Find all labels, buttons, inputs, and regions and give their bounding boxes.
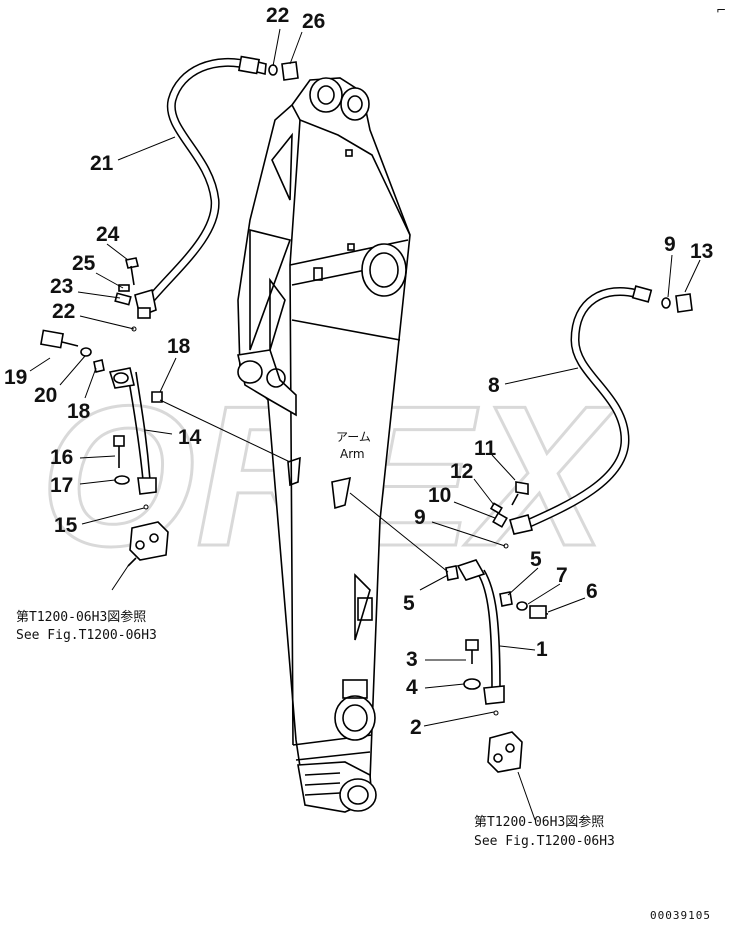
callout-20: 20 xyxy=(34,384,57,407)
callout-23: 23 xyxy=(50,275,73,298)
callout-11: 11 xyxy=(474,437,497,460)
ref-right-jp: 第T1200-06H3図参照 xyxy=(474,814,604,830)
tube-14 xyxy=(108,367,163,495)
callout-12: 12 xyxy=(450,460,473,483)
callout-13: 13 xyxy=(690,240,713,263)
callout-19: 19 xyxy=(4,366,27,389)
callout-18-upper: 18 xyxy=(167,335,191,358)
callout-18-lower: 18 xyxy=(67,400,91,423)
bolt-19 xyxy=(40,329,105,373)
oring-22-top xyxy=(268,64,278,76)
callout-21: 21 xyxy=(90,152,114,175)
oring-9-top xyxy=(661,297,671,309)
leader-lines xyxy=(29,28,701,821)
valve-block-left xyxy=(127,521,169,567)
ref-right-en: See Fig.T1200-06H3 xyxy=(474,834,615,849)
callout-1: 1 xyxy=(536,638,548,661)
callout-17: 17 xyxy=(50,474,73,497)
callout-3: 3 xyxy=(406,648,418,671)
callout-4: 4 xyxy=(406,676,418,699)
corner-mark: ⌐ xyxy=(716,3,726,17)
callouts: 22 26 21 24 25 23 22 18 19 20 18 14 16 1… xyxy=(4,4,713,739)
callout-8: 8 xyxy=(488,374,500,397)
callout-24: 24 xyxy=(96,223,120,246)
callout-2: 2 xyxy=(410,716,422,739)
cap-13 xyxy=(675,293,693,313)
callout-9-top: 9 xyxy=(664,233,676,256)
callout-5-right: 5 xyxy=(530,548,542,571)
callout-25: 25 xyxy=(72,252,96,275)
arm-label-jp: アーム xyxy=(336,430,371,444)
arm-label-en: Arm xyxy=(340,447,365,461)
callout-9-lower: 9 xyxy=(414,506,426,529)
hose-21 xyxy=(134,55,267,319)
right-fittings xyxy=(489,481,529,549)
valve-block-right xyxy=(487,731,523,773)
ref-left-en: See Fig.T1200-06H3 xyxy=(16,628,157,643)
upper-left-fittings xyxy=(114,257,139,332)
bolt-6 xyxy=(516,601,549,619)
callout-10: 10 xyxy=(428,484,451,507)
callout-26: 26 xyxy=(302,10,325,33)
arm-body xyxy=(237,77,411,813)
callout-14: 14 xyxy=(178,426,202,449)
callout-22-mid: 22 xyxy=(52,300,75,323)
callout-16: 16 xyxy=(50,446,73,469)
callout-22-top: 22 xyxy=(266,4,289,27)
drawing-code: 00039105 xyxy=(650,909,711,922)
bolt-3 xyxy=(463,639,499,716)
callout-7: 7 xyxy=(556,564,568,587)
tube-1 xyxy=(445,559,513,705)
cap-26 xyxy=(281,61,299,81)
callout-6: 6 xyxy=(586,580,598,603)
callout-15: 15 xyxy=(54,514,78,537)
hose-8 xyxy=(509,285,653,535)
callout-5-left: 5 xyxy=(403,592,415,615)
ref-left-jp: 第T1200-06H3図参照 xyxy=(16,609,146,625)
